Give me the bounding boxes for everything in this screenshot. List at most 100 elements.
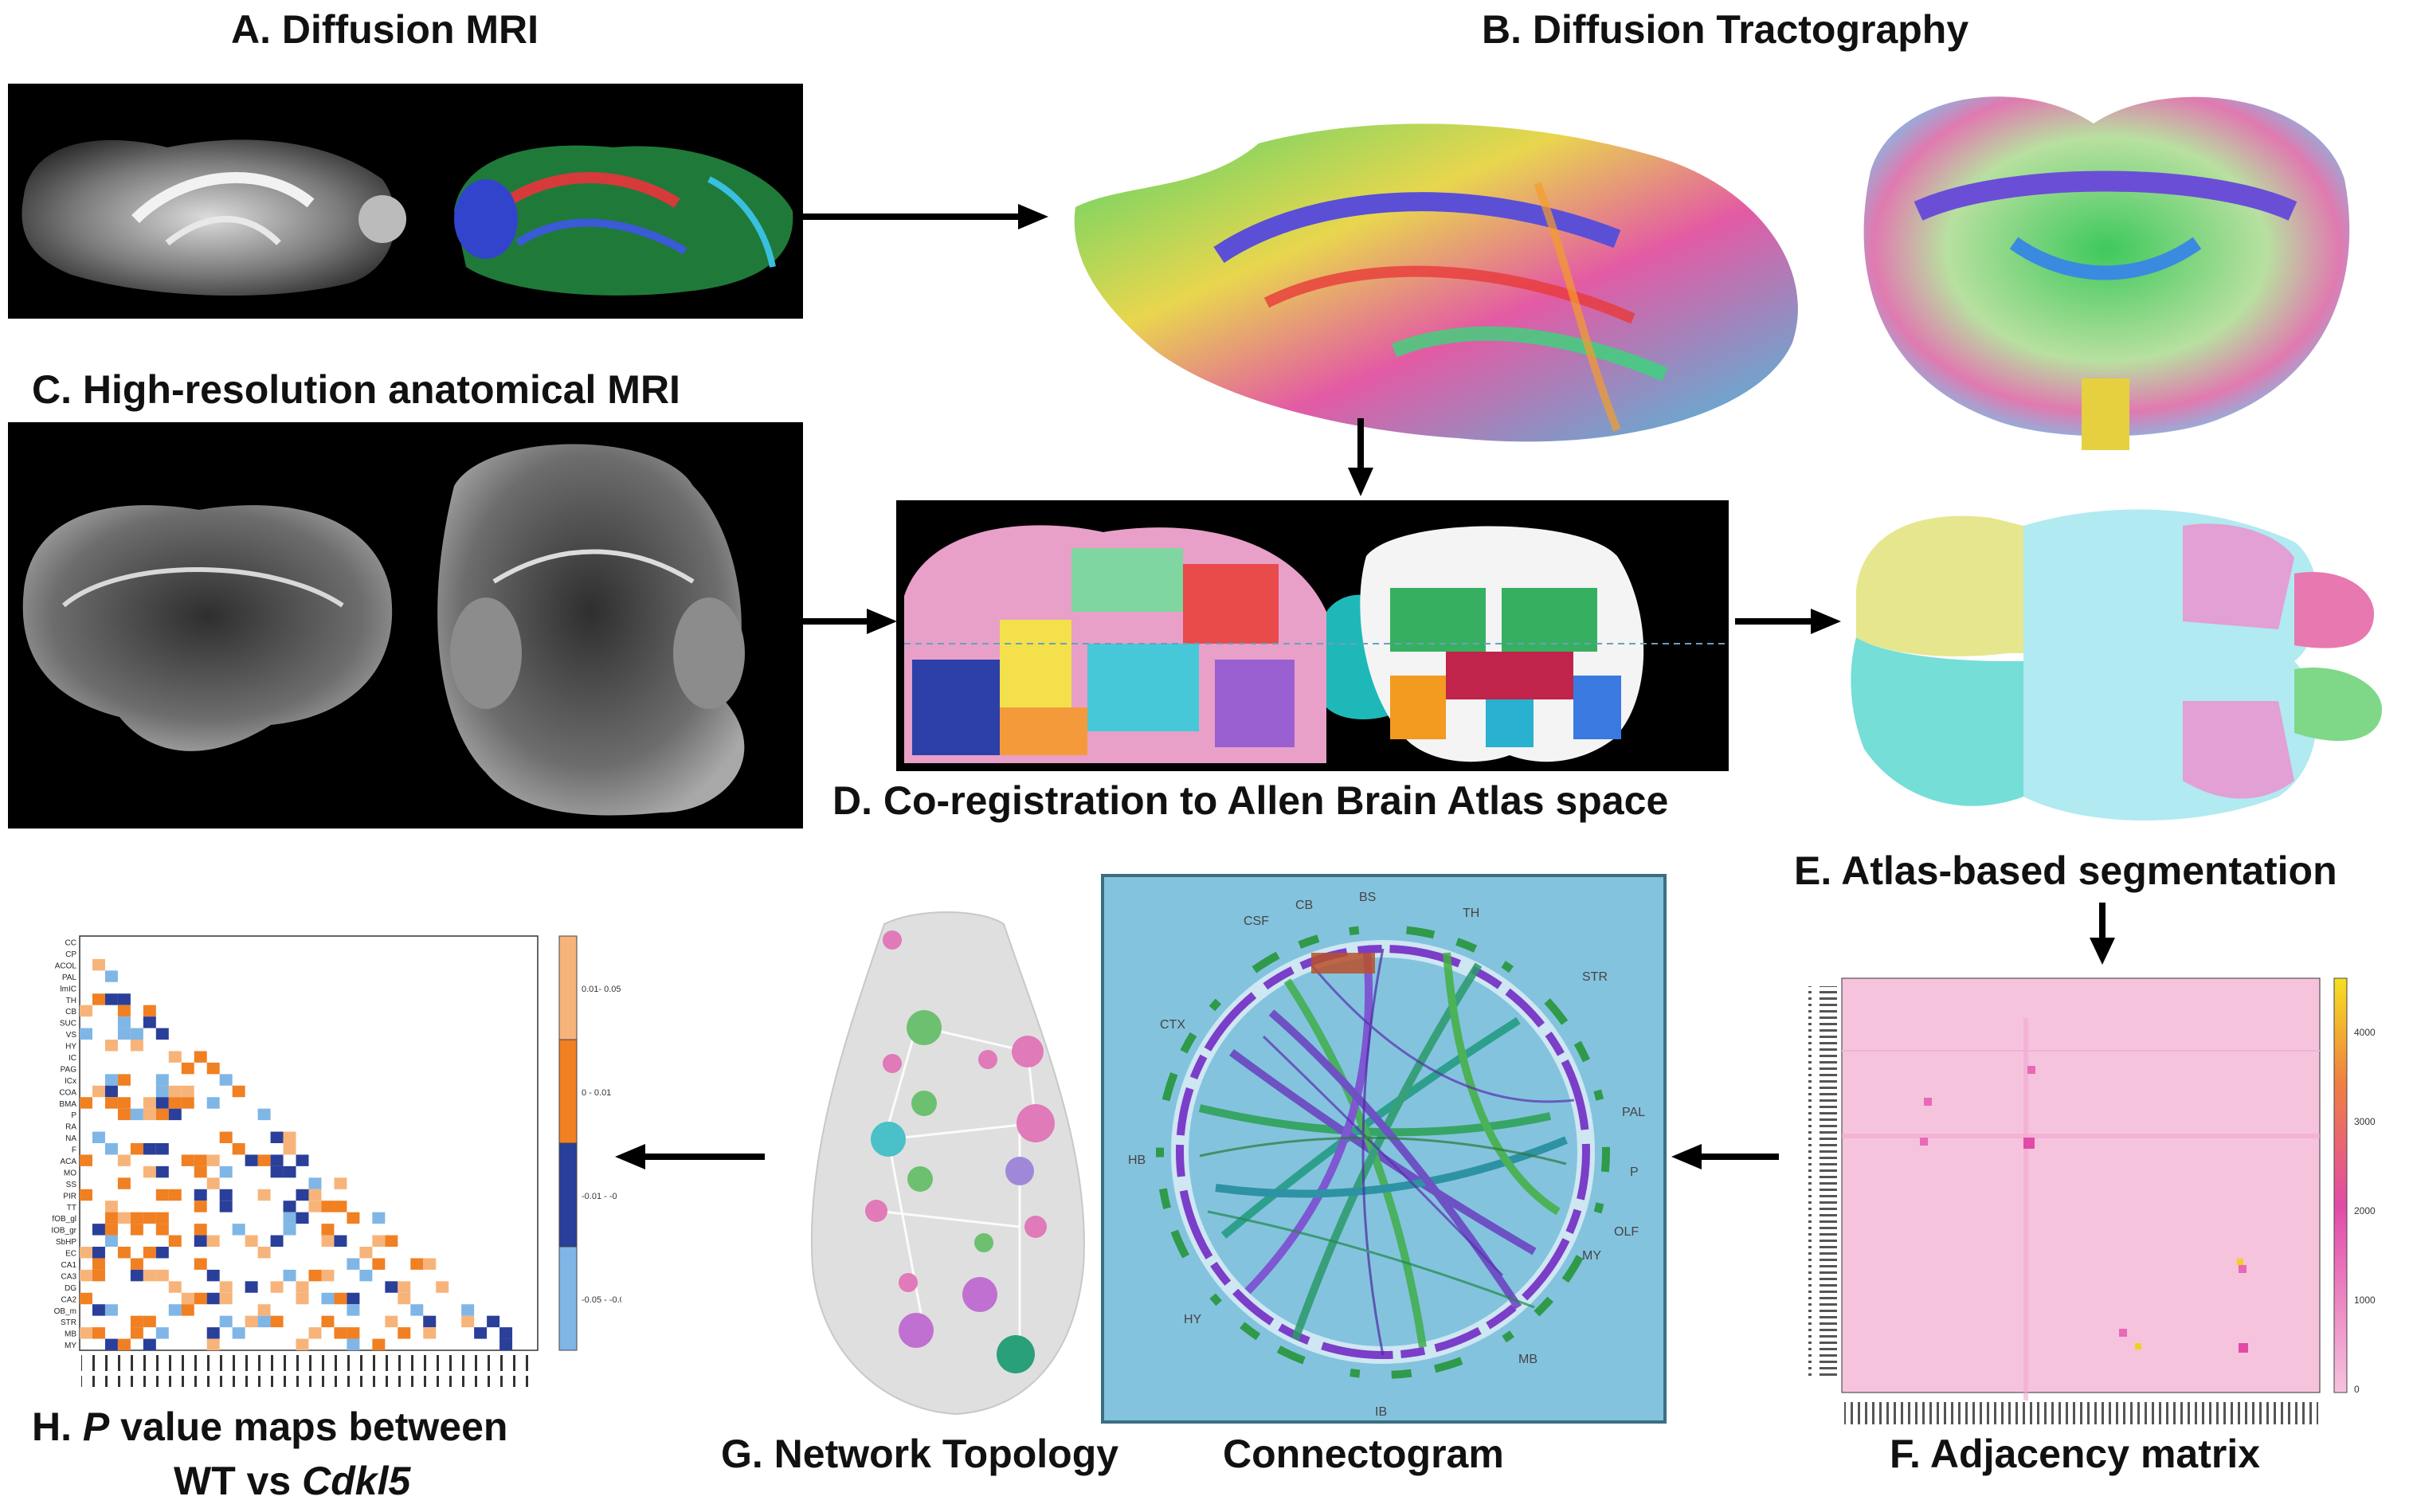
p-value-cell xyxy=(206,1327,220,1339)
p-value-cell xyxy=(321,1235,335,1247)
p-value-cell xyxy=(80,1097,92,1109)
p-value-row-label: TT xyxy=(67,1204,76,1212)
arrow-b-to-d xyxy=(1348,418,1373,496)
p-value-cell xyxy=(155,1269,169,1282)
p-value-cell xyxy=(219,1315,233,1328)
p-value-cell xyxy=(104,1074,118,1086)
adjacency-row-labels xyxy=(1808,986,1837,1377)
panel-e-title: E. Atlas-based segmentation xyxy=(1794,848,2337,893)
p-value-cell xyxy=(194,1051,207,1063)
p-value-cell xyxy=(80,1189,92,1201)
p-value-row-label: PIR xyxy=(63,1192,76,1201)
p-value-row-label: HY xyxy=(65,1043,76,1052)
p-value-cell xyxy=(359,1247,373,1259)
p-value-row-label: SS xyxy=(66,1181,77,1189)
p-value-cell xyxy=(206,1154,220,1166)
p-value-cell xyxy=(308,1201,322,1212)
p-value-cell xyxy=(308,1327,322,1339)
p-value-cell xyxy=(92,1131,105,1143)
p-value-cell xyxy=(130,1269,143,1282)
p-value-cell xyxy=(257,1189,271,1201)
p-value-cell xyxy=(104,1201,118,1212)
p-value-cell xyxy=(92,1327,105,1339)
connectogram-label-ctx: CTX xyxy=(1160,1018,1185,1032)
legend-swatch-blue-light xyxy=(558,1246,578,1351)
panel-h-title-italic: P xyxy=(82,1404,110,1449)
p-value-cell xyxy=(270,1154,284,1166)
p-value-cell xyxy=(168,1108,182,1121)
p-value-cell xyxy=(104,1338,118,1350)
p-value-cell xyxy=(117,1247,131,1259)
p-value-cell xyxy=(461,1315,475,1328)
p-value-cell xyxy=(499,1338,513,1350)
p-value-row-label: ACOL xyxy=(55,962,77,970)
p-value-cell xyxy=(347,1338,360,1350)
p-value-cell xyxy=(206,1292,220,1305)
p-value-row-label: fOB_gl xyxy=(52,1215,76,1224)
p-value-cell xyxy=(117,1212,131,1224)
p-value-cell xyxy=(219,1074,233,1086)
p-value-cell xyxy=(92,958,105,971)
p-value-cell xyxy=(194,1189,207,1201)
p-value-row-label: CA3 xyxy=(61,1272,77,1281)
p-value-cell xyxy=(423,1315,437,1328)
p-value-cell xyxy=(181,1154,194,1166)
p-value-row-label: PAL xyxy=(62,973,77,982)
p-value-cell xyxy=(296,1212,309,1224)
p-value-cell xyxy=(194,1235,207,1247)
panel-a-title: A. Diffusion MRI xyxy=(231,7,539,52)
arrow-a-to-b xyxy=(803,204,1048,229)
p-value-cell xyxy=(270,1315,284,1328)
p-value-cell xyxy=(143,1005,156,1017)
connectogram-label-hy: HY xyxy=(1184,1313,1202,1326)
p-value-cell xyxy=(347,1212,360,1224)
connectogram-label-my: MY xyxy=(1582,1249,1601,1263)
p-value-cell xyxy=(385,1235,398,1247)
p-value-cell xyxy=(168,1281,182,1293)
colorbar-tick-1000: 1000 xyxy=(2354,1295,2376,1306)
p-value-cell xyxy=(92,993,105,1005)
colorbar-tick-3000: 3000 xyxy=(2354,1116,2376,1127)
p-value-cell xyxy=(80,1028,92,1040)
p-value-cell xyxy=(155,1224,169,1236)
p-value-cell xyxy=(130,1143,143,1155)
p-value-cell xyxy=(143,1016,156,1028)
p-value-row-label: BMA xyxy=(59,1100,76,1109)
p-value-cell xyxy=(232,1224,245,1236)
p-value-cell xyxy=(155,1028,169,1040)
p-value-row-label: ICx xyxy=(65,1077,76,1086)
connectogram-label-cb: CB xyxy=(1295,899,1313,912)
tractography-coronal-image xyxy=(1847,76,2364,466)
p-value-cell xyxy=(143,1212,156,1224)
p-value-cell xyxy=(206,1269,220,1282)
p-value-cell xyxy=(155,1143,169,1155)
p-value-cell xyxy=(410,1304,424,1316)
p-value-row-label: CA1 xyxy=(61,1261,77,1270)
p-value-cell xyxy=(104,970,118,982)
p-value-cell xyxy=(130,1212,143,1224)
legend-swatch-orange-light xyxy=(558,935,578,1040)
panel-f-title: F. Adjacency matrix xyxy=(1890,1432,2261,1476)
colorbar-tick-2000: 2000 xyxy=(2354,1205,2376,1216)
p-value-cell xyxy=(104,1235,118,1247)
p-value-cell xyxy=(308,1177,322,1189)
connectogram-label-ib: IB xyxy=(1375,1405,1387,1419)
p-value-cell xyxy=(155,1247,169,1259)
p-value-cell xyxy=(155,1189,169,1201)
tractography-sagittal-image xyxy=(1060,112,1824,462)
p-value-cell xyxy=(257,1247,271,1259)
p-value-column-labels xyxy=(81,1355,535,1387)
p-value-cell xyxy=(321,1201,335,1212)
p-value-cell xyxy=(347,1304,360,1316)
p-value-cell xyxy=(283,1165,296,1178)
p-value-row-label: CC xyxy=(65,939,76,948)
p-value-cell xyxy=(194,1165,207,1178)
p-value-cell xyxy=(206,1235,220,1247)
adjacency-matrix: 0 1000 2000 3000 4000 xyxy=(1784,970,2406,1424)
p-value-cell xyxy=(194,1292,207,1305)
p-value-cell xyxy=(206,1177,220,1189)
p-value-cell xyxy=(92,1247,105,1259)
legend-label-1: 0.01- 0.05 xyxy=(582,985,621,994)
p-value-cell xyxy=(80,1005,92,1017)
p-value-cell xyxy=(296,1154,309,1166)
